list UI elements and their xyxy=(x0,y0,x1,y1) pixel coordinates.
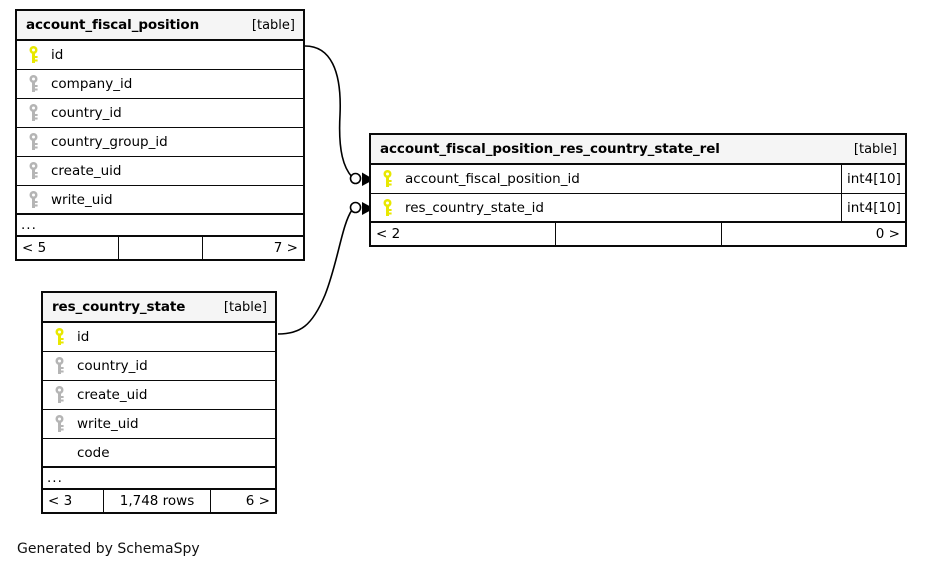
column-row-id[interactable]: id xyxy=(17,41,303,70)
column-name: write_uid xyxy=(77,416,139,432)
footer-children-count[interactable]: 0 > xyxy=(875,226,900,242)
column-row-create-uid[interactable]: create_uid xyxy=(17,157,303,186)
table-res-country-state[interactable]: res_country_state [table] id xyxy=(41,291,277,514)
table-header: res_country_state [table] xyxy=(43,293,275,323)
column-row-account-fiscal-position-id[interactable]: account_fiscal_position_id int4[10] xyxy=(371,165,905,194)
table-type-tag: [table] xyxy=(223,299,267,315)
column-row-res-country-state-id[interactable]: res_country_state_id int4[10] xyxy=(371,194,905,223)
table-footer: < 3 1,748 rows 6 > xyxy=(43,490,275,512)
table-type-tag: [table] xyxy=(853,141,897,157)
column-row-id[interactable]: id xyxy=(43,323,275,352)
table-footer: < 5 7 > xyxy=(17,237,303,259)
column-name: id xyxy=(77,329,90,345)
column-row-country-id[interactable]: country_id xyxy=(43,352,275,381)
footer-children-count[interactable]: 6 > xyxy=(245,493,270,509)
foreign-key-icon xyxy=(43,386,73,404)
column-row-country-group-id[interactable]: country_group_id xyxy=(17,128,303,157)
foreign-key-icon xyxy=(17,162,47,180)
table-header: account_fiscal_position [table] xyxy=(17,11,303,41)
column-name: account_fiscal_position_id xyxy=(405,171,580,187)
table-account-fiscal-position-res-country-state-rel[interactable]: account_fiscal_position_res_country_stat… xyxy=(369,133,907,247)
column-row-country-id[interactable]: country_id xyxy=(17,99,303,128)
column-name: write_uid xyxy=(51,191,113,208)
column-row-write-uid[interactable]: write_uid xyxy=(17,186,303,215)
table-footer: < 2 0 > xyxy=(371,223,905,245)
column-type: int4[10] xyxy=(841,165,905,193)
foreign-key-icon xyxy=(43,357,73,375)
foreign-key-icon xyxy=(17,104,47,122)
column-name: create_uid xyxy=(77,387,148,403)
primary-key-icon xyxy=(43,328,73,346)
foreign-key-icon xyxy=(43,415,73,433)
column-name: country_id xyxy=(77,358,148,374)
footer-children-count[interactable]: 7 > xyxy=(273,240,298,256)
table-title: res_country_state xyxy=(52,299,186,315)
footer-rows-count xyxy=(118,237,203,259)
column-name: company_id xyxy=(51,76,133,92)
footer-parents-count[interactable]: < 5 xyxy=(22,240,47,256)
more-columns-indicator: ... xyxy=(17,215,303,237)
table-title: account_fiscal_position_res_country_stat… xyxy=(380,141,720,157)
table-title: account_fiscal_position xyxy=(26,17,200,33)
footer-rows-count xyxy=(555,223,722,245)
footer-parents-count[interactable]: < 3 xyxy=(48,493,73,509)
table-header: account_fiscal_position_res_country_stat… xyxy=(371,135,905,165)
column-row-create-uid[interactable]: create_uid xyxy=(43,381,275,410)
column-name: code xyxy=(77,444,110,461)
foreign-key-icon xyxy=(17,190,47,209)
footer-parents-count[interactable]: < 2 xyxy=(376,226,401,242)
column-name: res_country_state_id xyxy=(405,199,544,216)
column-name: country_group_id xyxy=(51,134,168,150)
column-row-code[interactable]: code xyxy=(43,439,275,468)
more-columns-indicator: ... xyxy=(43,468,275,490)
primary-key-icon xyxy=(371,170,401,188)
column-name: id xyxy=(51,47,64,63)
primary-key-icon xyxy=(17,46,47,64)
table-type-tag: [table] xyxy=(251,17,295,33)
table-account-fiscal-position[interactable]: account_fiscal_position [table] id xyxy=(15,9,305,261)
column-type: int4[10] xyxy=(841,194,905,221)
foreign-key-icon xyxy=(17,133,47,151)
relationship-account-fiscal-position-to-rel xyxy=(304,45,374,186)
generated-by-caption: Generated by SchemaSpy xyxy=(17,541,200,557)
primary-key-icon xyxy=(371,198,401,217)
footer-rows-count: 1,748 rows xyxy=(103,490,211,512)
foreign-key-icon xyxy=(17,75,47,93)
column-name: country_id xyxy=(51,105,122,121)
column-row-write-uid[interactable]: write_uid xyxy=(43,410,275,439)
column-row-company-id[interactable]: company_id xyxy=(17,70,303,99)
column-name: create_uid xyxy=(51,163,122,179)
